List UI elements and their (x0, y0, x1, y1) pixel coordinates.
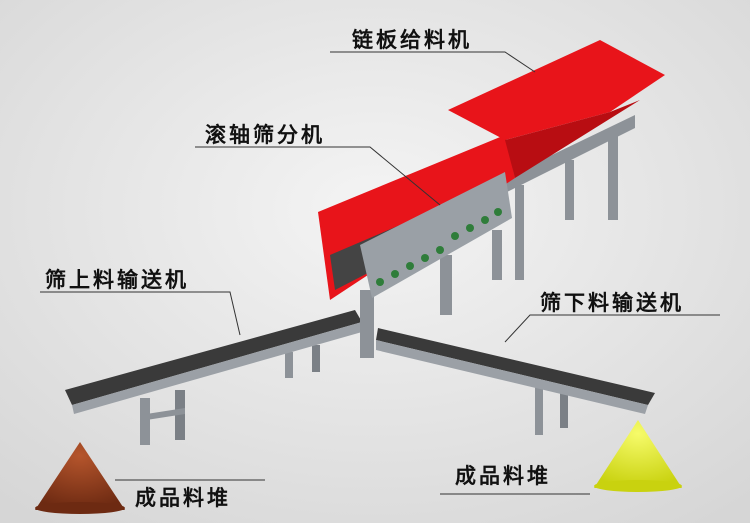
label-product-pile-right: 成品料堆 (455, 464, 551, 488)
label-roller-screen: 滚轴筛分机 (205, 123, 325, 147)
label-oversize-conveyor: 筛上料输送机 (45, 268, 189, 292)
product-pile-right (594, 420, 682, 488)
label-chain-feeder: 链板给料机 (352, 28, 472, 52)
support-frame (360, 115, 635, 358)
label-undersize-conveyor: 筛下料输送机 (540, 291, 684, 315)
oversize-conveyor (65, 310, 362, 445)
leader-lines (40, 51, 720, 495)
undersize-conveyor (376, 328, 655, 435)
roller-shafts (376, 208, 502, 286)
hopper (318, 40, 665, 300)
label-product-pile-left: 成品料堆 (135, 486, 231, 510)
product-pile-left (35, 442, 125, 510)
